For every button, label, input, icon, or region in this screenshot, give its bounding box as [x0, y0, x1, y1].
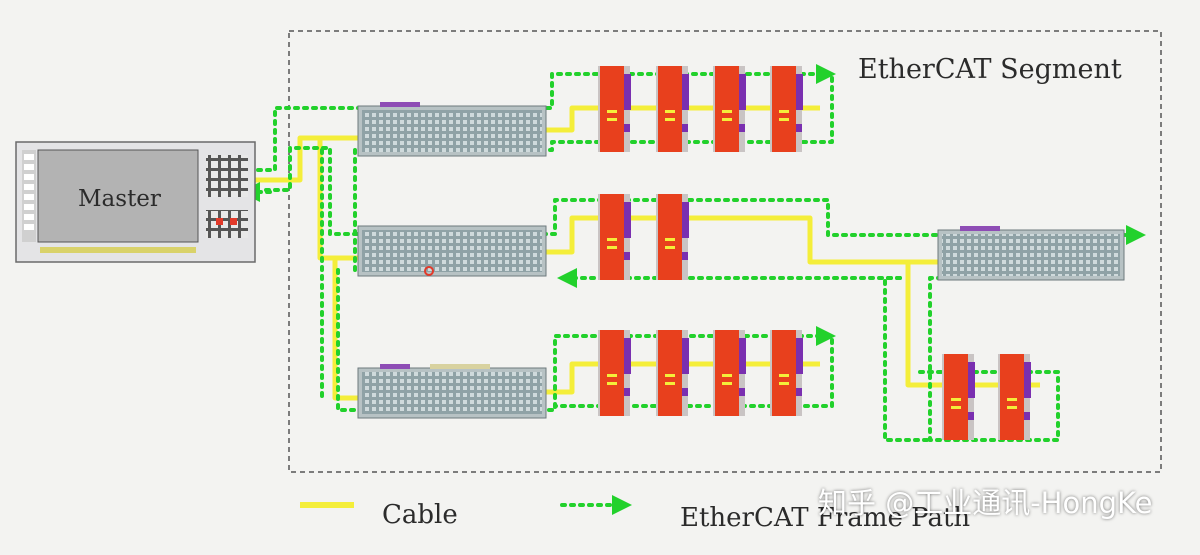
- master-label: Master: [78, 186, 161, 212]
- terminal-block-3: [357, 364, 547, 419]
- terminal-block-4: [937, 226, 1125, 281]
- legend-cable-label: Cable: [382, 500, 458, 530]
- watermark: 知乎 @工业通讯-HongKe: [818, 486, 1153, 520]
- terminal-block-2: [357, 225, 547, 277]
- segment-border: [288, 30, 1162, 473]
- master-device: [15, 141, 256, 263]
- terminal-block-1: [357, 102, 547, 157]
- cable-lines: [255, 105, 1040, 401]
- slave-modules-branch: [942, 354, 1031, 440]
- segment-title: EtherCAT Segment: [858, 54, 1122, 85]
- slave-modules-row-2: [598, 194, 689, 280]
- legend-frame-path-label: EtherCAT Frame Path: [680, 503, 971, 533]
- slave-modules-row-3: [598, 330, 803, 416]
